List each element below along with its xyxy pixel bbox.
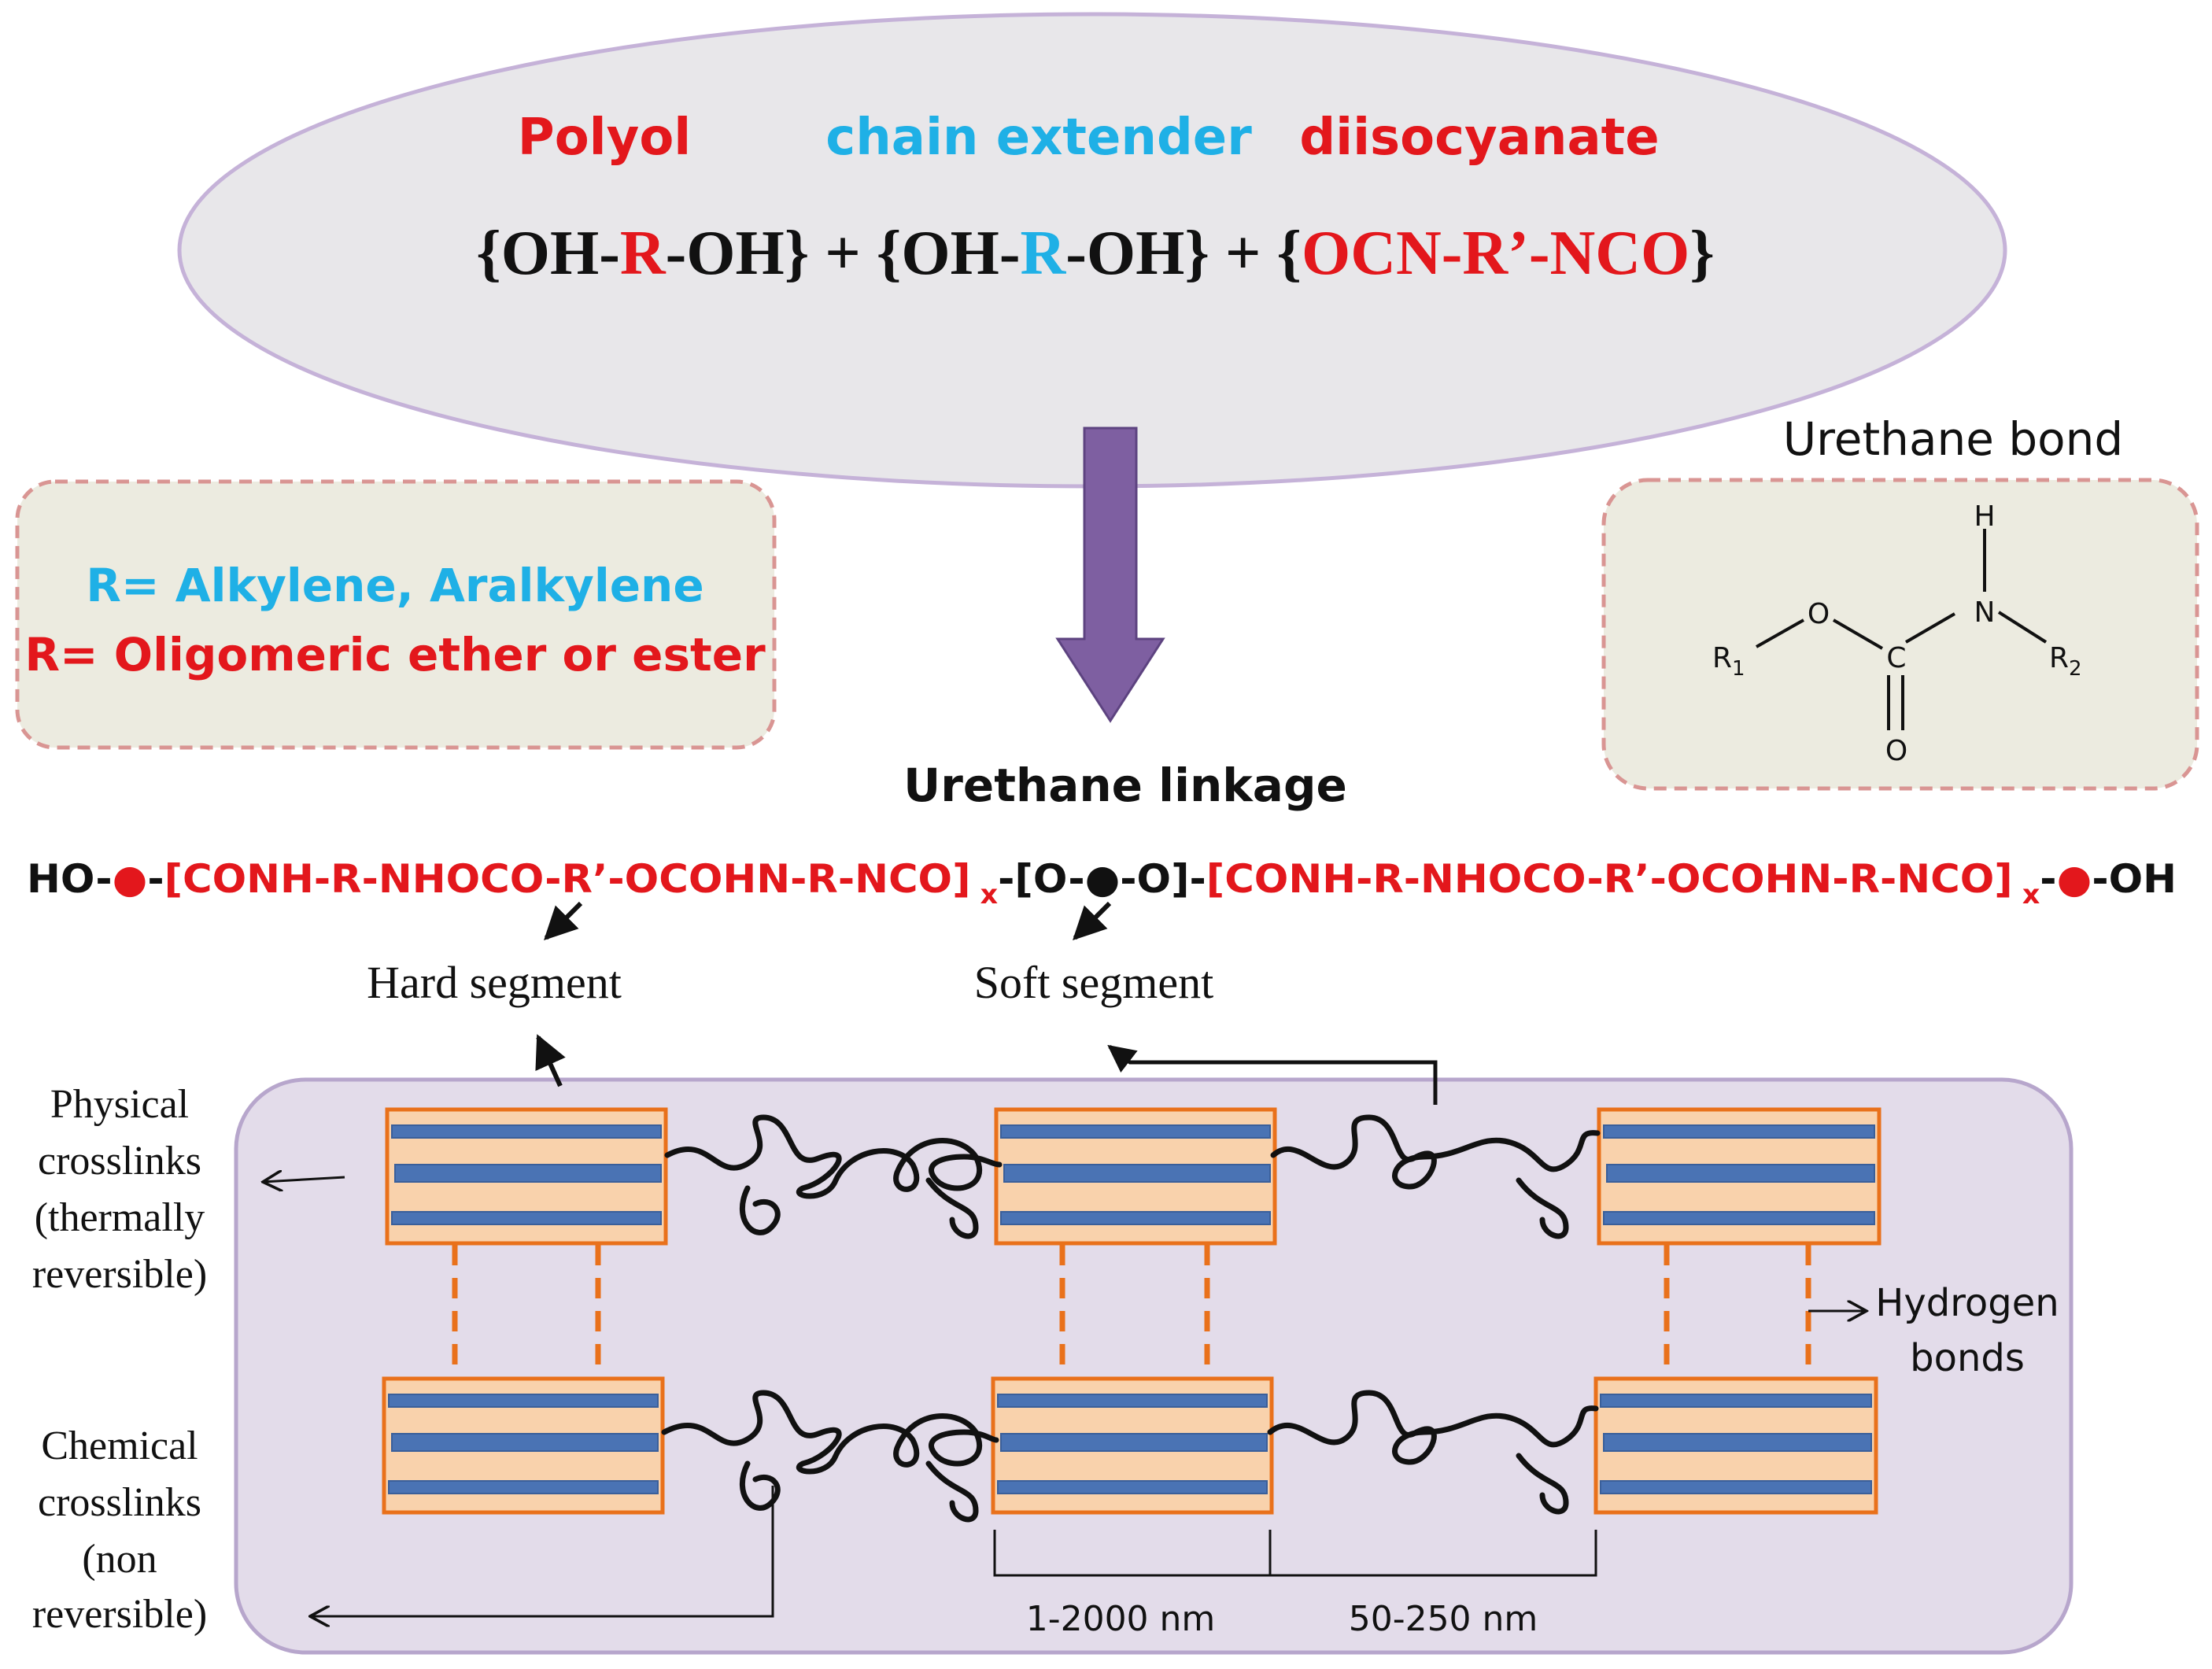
coil-top-right: [1270, 1114, 1601, 1190]
chain-bar: [1606, 1164, 1875, 1183]
coil-bottom-left-loop: [740, 1460, 781, 1511]
urethane-bond-structure: [1756, 529, 2048, 730]
urethane-linkage-formula: HO-●-[CONH-R-NHOCO-R’-OCOHN-R-NCO] x-[O-…: [27, 856, 2177, 910]
physical-line-4: reversible): [32, 1252, 207, 1297]
physical-line-1: Physical: [50, 1082, 189, 1127]
soft-segment-label: Soft segment: [974, 957, 1213, 1008]
chain-bar: [1600, 1394, 1872, 1408]
chain-bar: [1600, 1480, 1872, 1494]
chemical-crosslinks-arrow: [310, 1486, 774, 1616]
chain-bar: [1003, 1164, 1271, 1183]
urethane-bond-title: Urethane bond: [1783, 412, 2124, 466]
soft-segment-pointer: [1073, 901, 1112, 940]
chain-bar: [1000, 1433, 1268, 1452]
atom-o-bottom: O: [1885, 735, 1907, 767]
urethane-linkage-title: Urethane linkage: [903, 759, 1347, 812]
chemical-line-2: crosslinks: [38, 1480, 201, 1525]
dimension-label-1: 1-2000 nm: [1026, 1599, 1216, 1639]
chemical-line-1: Chemical: [41, 1423, 198, 1468]
atom-c: C: [1886, 642, 1906, 674]
atom-o-top: O: [1808, 598, 1830, 630]
hard-segment-block: [1593, 1376, 1878, 1515]
coil-top-left-tail: [925, 1177, 979, 1239]
coil-bottom-left-tail: [925, 1460, 979, 1523]
physical-line-2: crosslinks: [38, 1139, 201, 1183]
chain-bar: [1603, 1433, 1872, 1452]
chemical-line-4: reversible): [32, 1592, 207, 1637]
hard-segment-block: [994, 1107, 1277, 1246]
chain-bar: [1603, 1124, 1875, 1139]
physical-crosslinks-arrow: [263, 1177, 345, 1182]
hard-segment-label: Hard segment: [367, 957, 622, 1008]
diisocyanate-label: diisocyanate: [1299, 109, 1659, 167]
coil-top-right-tail: [1516, 1177, 1569, 1239]
chain-bar: [1000, 1124, 1271, 1139]
hard-segment-link-arrow: [535, 1034, 566, 1087]
soft-segment-coils: [661, 1114, 1601, 1523]
chemical-line-3: (non: [82, 1537, 157, 1582]
dimension-bracket-spacing: [1270, 1530, 1597, 1577]
hard-segment-block: [991, 1376, 1274, 1515]
urethane-bond-box: [1601, 478, 2199, 791]
chemical-crosslinks-label: Chemical crosslinks (non reversible): [32, 1423, 207, 1637]
hydrogen-line-1: Hydrogen: [1875, 1281, 2059, 1325]
coil-bottom-right-tail: [1516, 1453, 1569, 1515]
atom-h: H: [1974, 500, 1995, 533]
hard-segment-block: [382, 1376, 665, 1515]
chain-bar: [391, 1124, 662, 1139]
coil-top-left: [664, 1114, 1003, 1199]
dimension-label-2: 50-250 nm: [1349, 1599, 1538, 1639]
reaction-arrow-icon: [1055, 426, 1165, 723]
chain-bar: [388, 1394, 659, 1408]
reaction-equation: {OH-R-OH} + {OH-R-OH} + {OCN-R’-NCO}: [476, 219, 1715, 288]
atom-r2: R2: [2049, 642, 2082, 681]
atom-n: N: [1974, 596, 1996, 629]
chain-bar: [997, 1394, 1268, 1408]
r-definition-oligomeric: R= Oligomeric ether or ester: [24, 628, 766, 681]
urethane-bond-atoms: H O N C O R1 R2: [1712, 500, 2082, 767]
chain-bar: [391, 1211, 662, 1225]
soft-segment-link-arrow: [1107, 1044, 1438, 1105]
chain-bar: [997, 1480, 1268, 1494]
coil-bottom-right: [1267, 1390, 1599, 1465]
chain-bar: [391, 1433, 659, 1452]
r-definition-alkylene: R= Alkylene, Aralkylene: [86, 559, 703, 612]
hard-segment-pointer: [544, 901, 583, 940]
physical-crosslinks-label: Physical crosslinks (thermally reversibl…: [32, 1082, 207, 1297]
chain-extender-label: chain extender: [825, 109, 1252, 167]
hydrogen-line-2: bonds: [1910, 1336, 2025, 1380]
hydrogen-bonds-label: Hydrogen bonds: [1875, 1281, 2059, 1380]
dimension-bracket-block: [993, 1530, 1272, 1577]
polyol-label: Polyol: [518, 109, 691, 167]
coil-top-left-loop: [740, 1185, 781, 1235]
physical-line-3: (thermally: [35, 1195, 205, 1240]
coil-bottom-left: [661, 1390, 999, 1475]
hard-segment-block: [1597, 1107, 1881, 1246]
r-definitions-box: [15, 479, 777, 750]
hard-segment-blocks: [382, 1107, 1881, 1515]
atom-r1: R1: [1712, 642, 1745, 681]
chain-bar: [1000, 1211, 1271, 1225]
chain-bar: [394, 1164, 662, 1183]
hard-segment-block: [385, 1107, 668, 1246]
chain-bar: [1603, 1211, 1875, 1225]
chain-bar: [388, 1480, 659, 1494]
